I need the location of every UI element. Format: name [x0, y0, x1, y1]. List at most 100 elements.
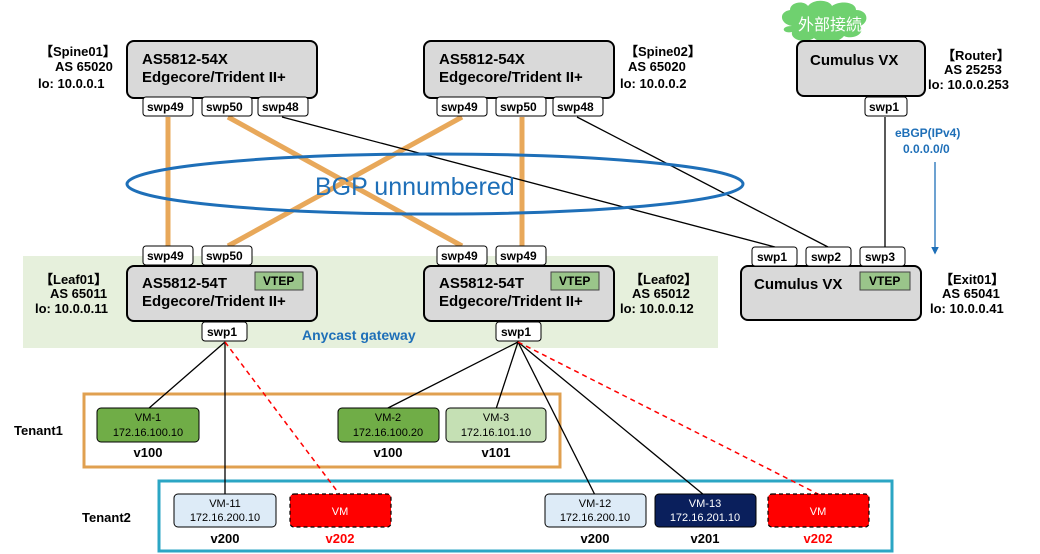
link-spine01-exit01: [281, 116, 776, 248]
leaf01-port-swp1[interactable]: swp1: [201, 321, 248, 342]
leaf01-ports: swp49 swp50: [142, 245, 253, 266]
leaf01-name: AS5812-54T: [142, 275, 227, 292]
svg-text:swp49: swp49: [500, 249, 537, 263]
leaf02-as: AS 65012: [632, 286, 690, 301]
svg-text:172.16.201.10: 172.16.201.10: [670, 512, 740, 524]
spine01-port-swp48[interactable]: swp48: [257, 96, 309, 117]
exit01-port-swp3[interactable]: swp3: [859, 246, 906, 267]
leaf01-port-swp49[interactable]: swp49: [142, 245, 194, 266]
vm-11-vlan: v200: [211, 531, 240, 546]
spine02-model: Edgecore/Trident II+: [439, 69, 583, 86]
vm-3-vlan: v101: [482, 445, 511, 460]
link-leaf02-vm2: [385, 341, 519, 410]
ebgp-label: eBGP(IPv4): [895, 126, 960, 140]
link-spine02-exit01: [576, 116, 829, 248]
leaf02-model: Edgecore/Trident II+: [439, 293, 583, 310]
exit01-lo: lo: 10.0.0.41: [930, 301, 1004, 316]
leaf01-port-swp50[interactable]: swp50: [201, 245, 253, 266]
link-spine02-leaf01-swp50: [226, 114, 464, 249]
vm-2[interactable]: VM-2 172.16.100.20: [337, 407, 440, 443]
vm-links-dashed: [224, 341, 821, 496]
vm-13[interactable]: VM-13 172.16.201.10: [654, 493, 757, 528]
exit01-vtep-label: VTEP: [869, 274, 900, 288]
leaf02-lo: lo: 10.0.0.12: [620, 301, 694, 316]
svg-text:swp50: swp50: [206, 100, 243, 114]
leaf02-port-swp49-b[interactable]: swp49: [495, 245, 547, 266]
link-leaf01-vm202: [224, 341, 341, 496]
exit01-port-swp2[interactable]: swp2: [805, 246, 852, 267]
spine02-port-swp49[interactable]: swp49: [436, 96, 488, 117]
svg-text:VM: VM: [810, 506, 827, 518]
spine01-port-swp50[interactable]: swp50: [201, 96, 253, 117]
leaf02-vtep-badge: [550, 271, 600, 291]
exit01-name: Cumulus VX: [754, 276, 842, 293]
svg-text:VM: VM: [332, 506, 349, 518]
link-leaf02-vm202: [517, 341, 821, 496]
vm-202-a[interactable]: VM: [289, 493, 392, 528]
vm-12[interactable]: VM-12 172.16.200.10: [544, 493, 647, 528]
svg-text:172.16.100.20: 172.16.100.20: [353, 427, 423, 439]
svg-text:swp1: swp1: [207, 325, 237, 339]
svg-text:swp49: swp49: [441, 249, 478, 263]
vm-1[interactable]: VM-1 172.16.100.10: [96, 407, 200, 443]
spine02-lo: lo: 10.0.0.2: [620, 76, 686, 91]
spine02-ports: swp49 swp50 swp48: [436, 96, 604, 117]
vm-3[interactable]: VM-3 172.16.101.10: [445, 407, 547, 443]
svg-text:swp48: swp48: [557, 100, 594, 114]
svg-text:swp3: swp3: [865, 250, 895, 264]
svg-text:VM-2: VM-2: [375, 412, 401, 424]
router-port-swp1[interactable]: swp1: [864, 96, 908, 117]
leaf01-vtep-badge: [254, 271, 304, 291]
svg-text:172.16.101.10: 172.16.101.10: [461, 427, 531, 439]
underlay-links: [165, 114, 525, 249]
spine01-name: AS5812-54X: [142, 51, 228, 68]
leaf02-label: 【Leaf02】: [630, 272, 697, 287]
spine02-port-swp50[interactable]: swp50: [495, 96, 547, 117]
exit01-as: AS 65041: [942, 286, 1000, 301]
router-as: AS 25253: [944, 62, 1002, 77]
vm-202-b[interactable]: VM: [767, 493, 870, 528]
router-device[interactable]: Cumulus VX: [796, 40, 926, 97]
link-leaf02-vm12: [517, 341, 596, 496]
leaf02-vtep-label: VTEP: [559, 274, 590, 288]
vm-links: [147, 341, 705, 496]
svg-text:swp1: swp1: [501, 325, 531, 339]
cloud-label: 外部接続: [798, 16, 862, 34]
leaf02-port-swp49-a[interactable]: swp49: [436, 245, 488, 266]
anycast-gateway-label: Anycast gateway: [302, 327, 416, 343]
leaf02-port-swp1[interactable]: swp1: [495, 321, 542, 342]
tenant2-box: [157, 479, 894, 553]
vm-12-vlan: v200: [581, 531, 610, 546]
svg-text:VM-11: VM-11: [209, 498, 241, 510]
svg-text:172.16.100.10: 172.16.100.10: [113, 427, 183, 439]
spine02-port-swp48[interactable]: swp48: [552, 96, 604, 117]
spine01-port-swp49[interactable]: swp49: [142, 96, 194, 117]
svg-text:VM-13: VM-13: [689, 498, 721, 510]
exit01-label: 【Exit01】: [940, 272, 1004, 287]
link-leaf02-vm3: [495, 341, 519, 410]
leaf01-label: 【Leaf01】: [40, 272, 107, 287]
vm-202-b-vlan: v202: [804, 531, 833, 546]
vm-2-vlan: v100: [374, 445, 403, 460]
spine01-device[interactable]: AS5812-54X Edgecore/Trident II+: [126, 40, 318, 99]
exit01-port-swp1[interactable]: swp1: [751, 246, 798, 267]
link-leaf01-vm1: [147, 341, 226, 410]
vm-11[interactable]: VM-11 172.16.200.10: [173, 493, 277, 528]
bgp-unnumbered-ellipse: [125, 152, 745, 216]
tenant1-box: [82, 392, 562, 469]
svg-text:172.16.200.10: 172.16.200.10: [560, 512, 630, 524]
router-lo: lo: 10.0.0.253: [928, 77, 1009, 92]
svg-text:swp1: swp1: [869, 100, 899, 114]
spine02-name: AS5812-54X: [439, 51, 525, 68]
router-name: Cumulus VX: [810, 52, 898, 69]
svg-text:172.16.200.10: 172.16.200.10: [190, 512, 260, 524]
spine02-as: AS 65020: [628, 59, 686, 74]
spine02-device[interactable]: AS5812-54X Edgecore/Trident II+: [423, 40, 615, 99]
vm-202-a-vlan: v202: [326, 531, 355, 546]
exit01-ports: swp1 swp2 swp3: [751, 246, 906, 267]
ebgp-route-label: 0.0.0.0/0: [903, 142, 950, 156]
svg-text:swp50: swp50: [500, 100, 537, 114]
vm-13-vlan: v201: [691, 531, 720, 546]
svg-text:swp2: swp2: [811, 250, 841, 264]
router-label: 【Router】: [942, 48, 1010, 63]
